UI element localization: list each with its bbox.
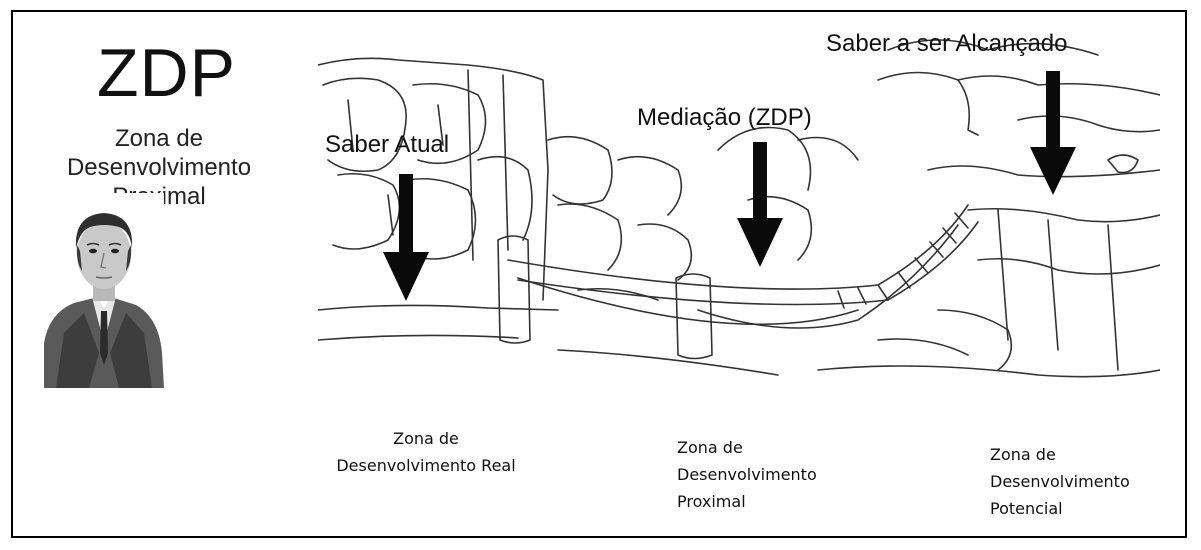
subtitle-line: Desenvolvimento (66, 154, 252, 181)
caption-line: Zona de (990, 445, 1056, 464)
arrow-down-icon (383, 174, 429, 301)
caption-line: Zona de (677, 438, 743, 457)
caption-real-zone: Zona de Desenvolvimento Real (298, 425, 554, 479)
caption-line: Desenvolvimento Real (336, 456, 516, 475)
caption-line: Potencial (990, 499, 1063, 518)
label-mediation: Mediação (ZDP) (637, 104, 812, 131)
caption-proximal-zone: Zona de Desenvolvimento Proximal (677, 434, 877, 515)
label-current-knowledge: Saber Atual (325, 131, 450, 158)
caption-line: Proximal (677, 492, 746, 511)
subtitle-line: Zona de (114, 125, 204, 152)
bridge-scene-illustration (318, 39, 1160, 378)
caption-line: Desenvolvimento (677, 465, 817, 484)
arrow-down-icon (1030, 71, 1076, 195)
portrait-icon (44, 193, 164, 388)
caption-line: Zona de (393, 429, 459, 448)
caption-line: Desenvolvimento (990, 472, 1130, 491)
caption-potential-zone: Zona de Desenvolvimento Potencial (990, 441, 1190, 522)
label-target-knowledge: Saber a ser Alcançado (826, 30, 1068, 57)
page-title: ZDP (97, 35, 236, 111)
arrow-down-icon (737, 142, 783, 267)
